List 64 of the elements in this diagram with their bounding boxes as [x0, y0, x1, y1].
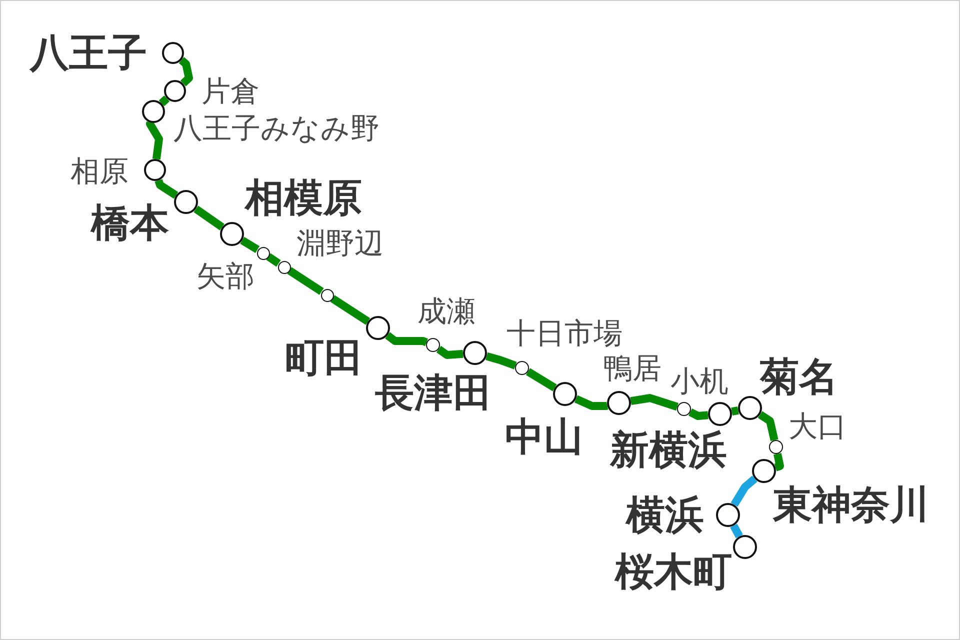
rail-line [158, 95, 170, 106]
station-name: 八王子みなみ野 [174, 114, 380, 144]
rail-line [240, 236, 260, 254]
rail-line [526, 368, 557, 392]
rail-line [486, 352, 517, 370]
rail-line [178, 57, 193, 86]
rail-line [630, 394, 679, 411]
station-circle [142, 100, 164, 122]
station-name: 東神奈川 [773, 486, 930, 526]
station-circle [716, 503, 740, 527]
station-circle [426, 338, 440, 352]
station-circle [677, 402, 691, 416]
station-circle [515, 361, 529, 375]
station-name: 相原 [70, 157, 129, 186]
station-circle [769, 440, 783, 454]
station-name: 八王子 [30, 34, 148, 74]
station-circle [162, 42, 184, 64]
station-name: 橋本 [91, 204, 170, 244]
station-name: 大口 [788, 412, 847, 442]
rail-line [731, 406, 739, 416]
station-name: 横浜 [626, 496, 704, 536]
station-name: 桜木町 [615, 553, 732, 592]
station-name: 町田 [285, 339, 364, 378]
station-circle [174, 190, 198, 214]
rail-line [330, 295, 370, 325]
station-circle [144, 159, 166, 181]
station-circle [738, 396, 762, 420]
station-circle [278, 260, 290, 274]
station-name: 成瀬 [418, 297, 476, 326]
station-name: 片倉 [202, 77, 260, 106]
rail-line [266, 253, 281, 267]
station-circle [256, 246, 270, 260]
rail-line [436, 346, 464, 359]
rail-line [287, 267, 324, 295]
rail-line [758, 411, 778, 442]
station-name: 菊名 [760, 358, 838, 398]
rail-line [385, 332, 428, 346]
station-circle [607, 391, 631, 415]
station-circle [752, 459, 776, 483]
station-name: 小机 [670, 367, 729, 396]
station-name: 鴨居 [604, 354, 662, 384]
station-circle [366, 316, 390, 340]
rail-line [194, 206, 224, 230]
station-name: 淵野辺 [296, 229, 384, 258]
rail-line [154, 179, 178, 199]
rail-line [146, 120, 163, 160]
station-name: 矢部 [196, 262, 255, 292]
station-name: 中山 [505, 418, 584, 458]
station-circle [220, 222, 244, 246]
station-circle [733, 535, 757, 559]
rail-line [730, 476, 758, 507]
station-name: 新横浜 [610, 431, 728, 470]
station-name: 長津田 [375, 374, 492, 414]
station-circle [553, 382, 577, 406]
station-name: 相模原 [245, 179, 362, 218]
station-circle [708, 402, 732, 426]
station-circle [463, 341, 487, 365]
station-name: 十日市場 [506, 319, 623, 348]
rail-line [574, 395, 610, 410]
rail-line [773, 452, 784, 472]
rail-line [688, 408, 708, 420]
station-circle [320, 288, 334, 302]
station-circle [164, 80, 186, 102]
rail-line [730, 524, 743, 538]
